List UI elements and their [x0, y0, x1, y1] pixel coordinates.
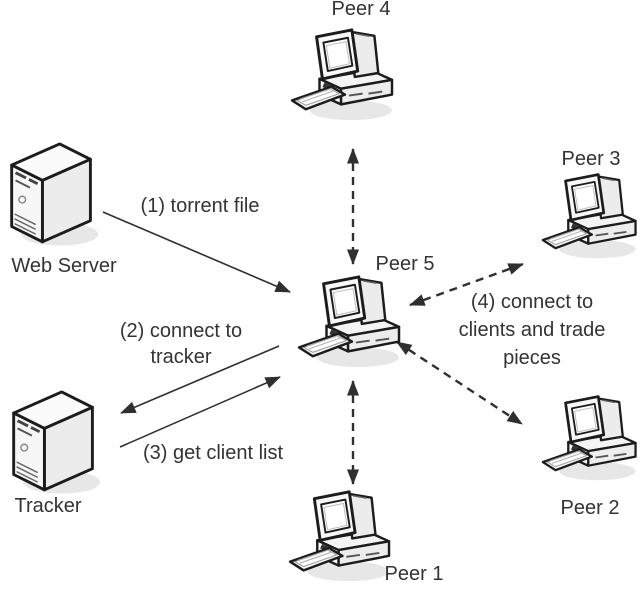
edge-label-connect-to-tracker: (2) connect to tracker	[98, 318, 264, 370]
server-tower-icon	[6, 380, 102, 496]
arrow-get-client-list	[119, 376, 281, 448]
edge-label-line: (1) torrent file	[140, 195, 260, 217]
edge-label-get-client-list: (3) get client list	[130, 440, 296, 466]
edge-label-line: pieces	[503, 347, 561, 369]
server-tower-icon	[4, 132, 100, 248]
edge-label-line: tracker	[150, 346, 212, 368]
node-label-web-server: Web Server	[11, 255, 117, 277]
node-label-tracker: Tracker	[14, 495, 82, 517]
node-label-peer2: Peer 2	[560, 497, 620, 519]
edge-label-trade-pieces: (4) connect to clients and trade pieces	[432, 288, 632, 372]
edge-label-line: clients and trade	[458, 319, 606, 341]
edge-label-line: (2) connect to	[119, 320, 243, 342]
desktop-computer-icon	[297, 272, 405, 370]
edge-label-line: (4) connect to	[470, 291, 594, 313]
node-label-peer5: Peer 5	[375, 253, 435, 275]
edge-label-torrent-file: (1) torrent file	[130, 193, 270, 219]
desktop-computer-icon	[541, 392, 640, 483]
edge-label-line: (3) get client list	[142, 442, 284, 464]
node-label-peer3: Peer 3	[561, 148, 621, 170]
desktop-computer-icon	[290, 25, 398, 123]
desktop-computer-icon	[541, 170, 640, 261]
node-label-peer4: Peer 4	[331, 0, 391, 20]
node-label-peer1: Peer 1	[384, 563, 444, 585]
arrow-torrent-file	[102, 211, 291, 293]
